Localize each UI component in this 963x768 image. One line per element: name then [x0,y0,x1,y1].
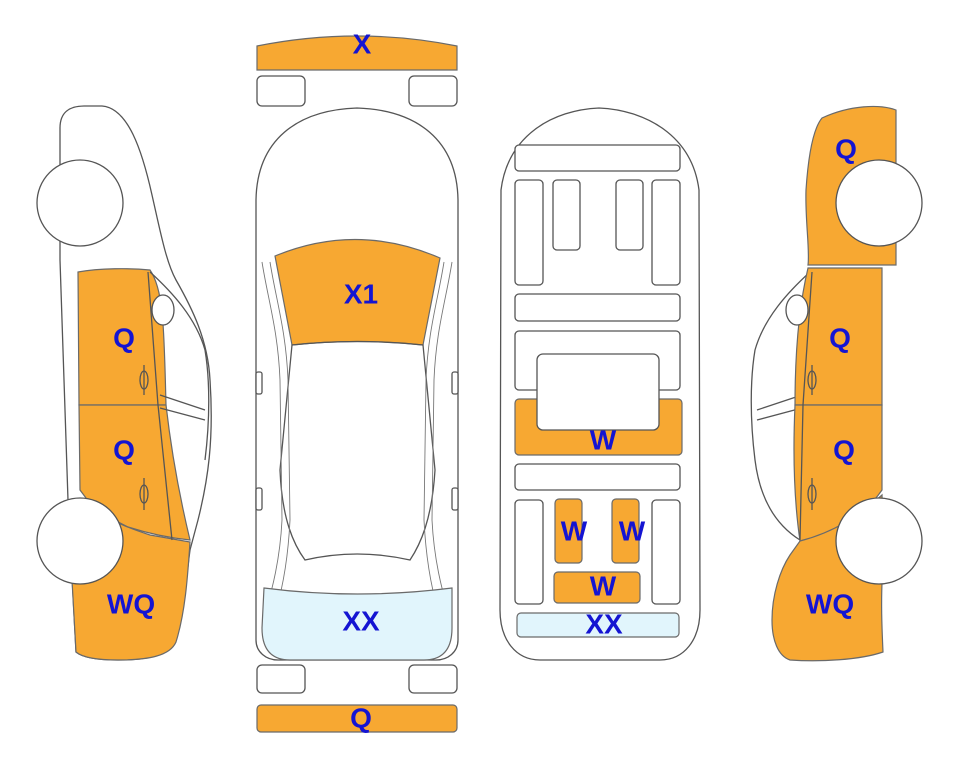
floor-tunnel [536,353,660,431]
left-mirror-icon [151,294,175,326]
front-left-light [256,75,306,107]
rear-window-panel[interactable] [261,587,453,661]
windshield-label: X1 [344,278,378,309]
right-rear-quarter-label: WQ [806,588,854,619]
front-bumper-label: X [353,28,372,59]
left-side-window-line [159,394,206,421]
right-side-view: Q Q Q WQ [750,105,923,662]
right-rear-wheel [835,497,923,585]
top-body-outline [255,107,459,661]
floor-front-right-rail [651,179,681,286]
top-left-mirror [255,371,263,395]
left-rear-door-handle-icon [139,478,149,510]
floor-center-label: W [590,424,617,455]
floor-rear-panel[interactable] [553,571,641,604]
floor-front-right-pad [615,179,644,251]
top-view: X X1 XX Q [255,28,459,733]
floor-cross-bar [514,293,681,322]
floor-trunk-panel[interactable] [516,612,680,638]
left-front-door-label: Q [113,322,135,353]
floor-seat-bar [514,463,681,491]
left-rear-quarter-label: WQ [107,588,155,619]
right-side-door-seam [799,271,813,541]
front-right-light [408,75,458,107]
top-left-pillar-line [261,261,291,611]
right-mirror-icon [785,294,809,326]
floor-front-bar [514,144,681,172]
left-side-door-seam [147,271,173,541]
right-rear-door-handle-icon [807,478,817,510]
floor-trunk-label: XX [585,608,623,639]
right-front-door-handle-icon [807,365,817,395]
floor-rear-right-rail [651,499,681,605]
left-side-window-line [149,271,210,461]
right-front-fender-label: Q [835,133,857,164]
floor-seat-left-panel[interactable] [554,498,583,564]
floor-view: W W W W XX [499,107,701,661]
left-rear-door-label: Q [113,434,135,465]
floor-rear-left-rail [514,499,544,605]
floor-front-left-rail [514,179,544,286]
roof-outline [279,340,436,561]
rear-bumper-panel[interactable] [256,704,458,733]
top-right-handle [451,487,459,511]
right-front-wheel [835,159,923,247]
left-rear-wheel [36,497,124,585]
right-side-window-line [750,271,811,541]
front-bumper-panel[interactable] [256,35,458,71]
top-right-mirror [451,371,459,395]
floor-seat-left-label: W [561,515,588,546]
rear-window-label: XX [342,605,380,636]
rear-right-light [408,664,458,694]
floor-seat-right-label: W [619,515,646,546]
left-front-wheel [36,159,124,247]
floor-front-left-pad [552,179,581,251]
top-left-handle [255,487,263,511]
left-side-view: Q Q WQ [36,105,212,661]
top-right-pillar-line [423,261,453,611]
rear-left-light [256,664,306,694]
right-front-door-label: Q [829,322,851,353]
floor-seat-right-panel[interactable] [611,498,640,564]
right-rear-door-label: Q [833,434,855,465]
floor-rear-label: W [590,570,617,601]
rear-bumper-label: Q [350,702,372,733]
left-front-door-handle-icon [139,365,149,395]
